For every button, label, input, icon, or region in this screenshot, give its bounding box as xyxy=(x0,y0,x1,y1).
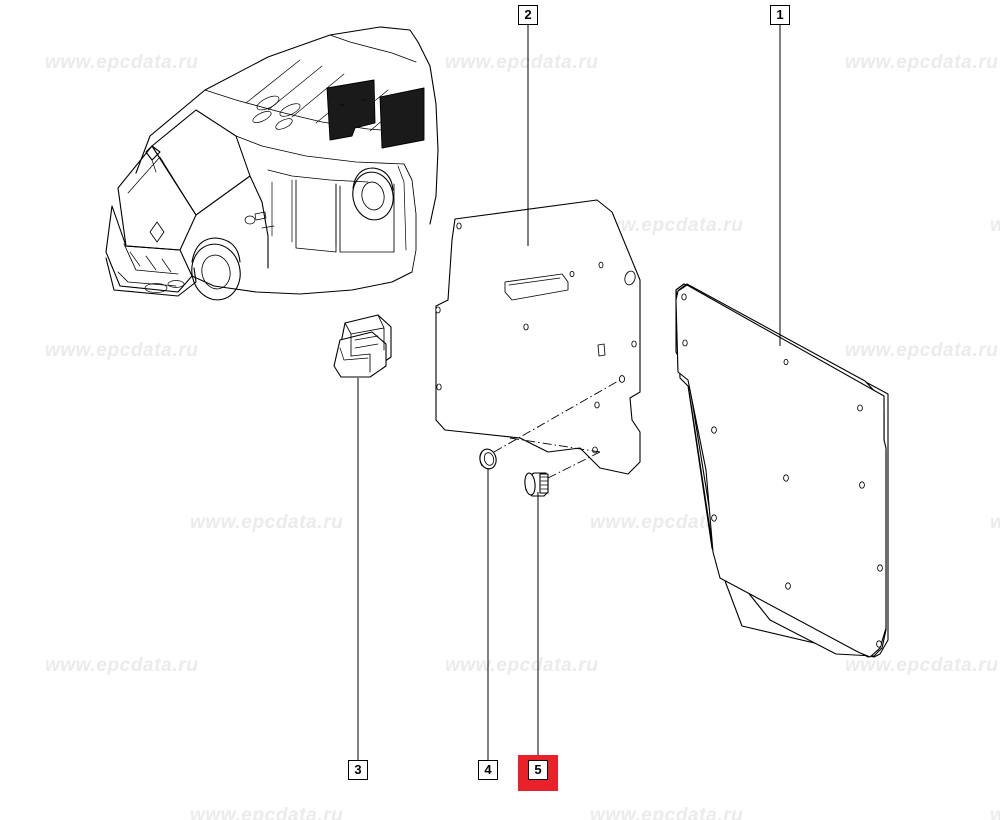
part-5-push-pin-clip xyxy=(524,472,549,497)
callout-5[interactable]: 5 xyxy=(528,760,548,780)
part-3-vent-grille-housing xyxy=(333,314,392,378)
callout-4[interactable]: 4 xyxy=(478,760,498,780)
callout-1[interactable]: 1 xyxy=(770,5,790,25)
callout-2[interactable]: 2 xyxy=(518,5,538,25)
part-4-grommet-ring xyxy=(479,448,497,470)
part-2-door-trim-panel-left xyxy=(435,199,641,475)
van-illustration xyxy=(105,26,439,301)
callout-3[interactable]: 3 xyxy=(348,760,368,780)
leader-lines xyxy=(357,25,781,760)
assembly-dash-lines xyxy=(493,379,621,479)
part-1-door-trim-panel-right xyxy=(675,283,889,658)
